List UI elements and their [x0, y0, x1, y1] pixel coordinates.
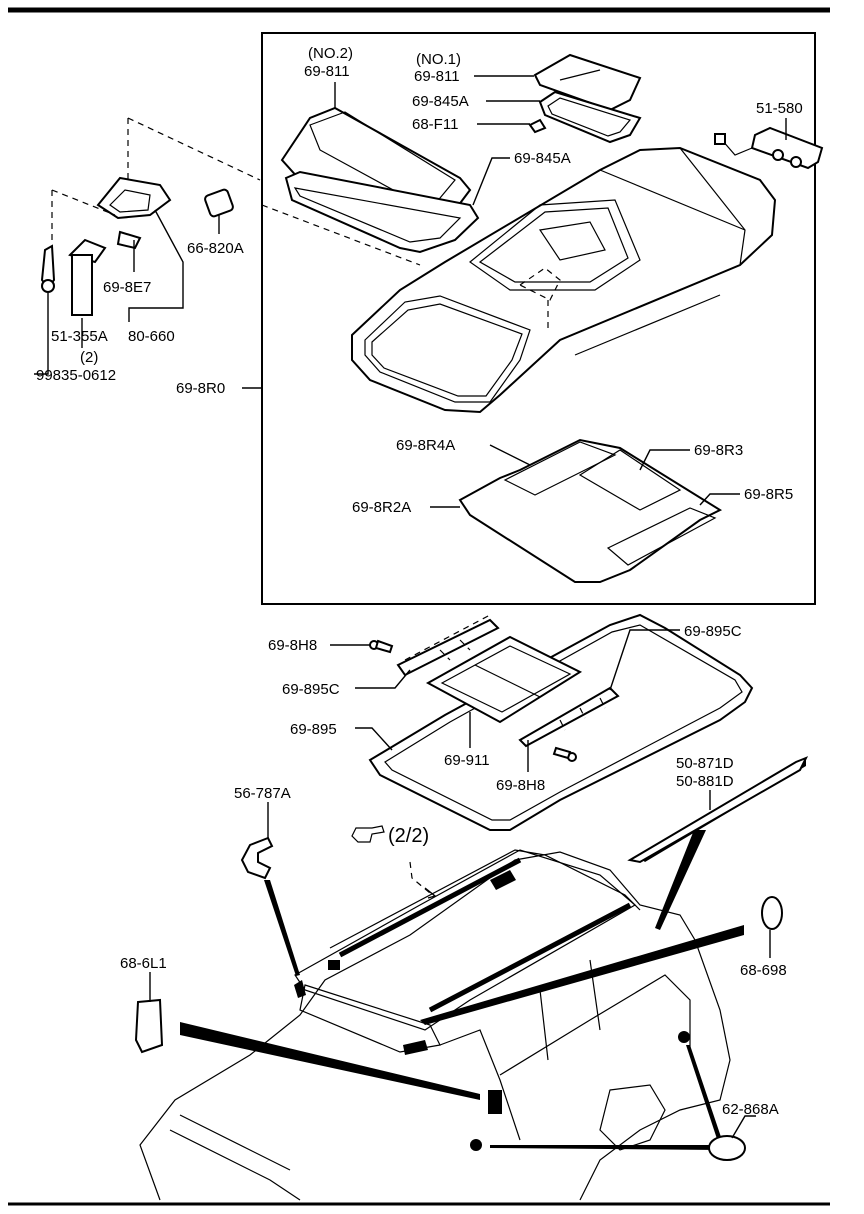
label-50-881D: 50-881D [676, 773, 734, 790]
label-50-871D: 50-871D [676, 755, 734, 772]
glass-no1-drawing [528, 53, 642, 144]
label-69-811-no1: 69-811 [414, 68, 460, 85]
label-69-811-no2: 69-811 [304, 63, 350, 80]
leader-wedge-56-787A [264, 880, 300, 976]
headliner-group-box [261, 32, 816, 605]
part-labels: (NO.2) 69-811 (NO.1) 69-811 69-845A 68-F… [36, 45, 803, 1118]
label-69-845A-upper: 69-845A [412, 93, 469, 110]
headliner-pads-drawing [458, 438, 723, 583]
callout-lines [34, 75, 787, 1139]
label-69-8E7: 69-8E7 [103, 279, 151, 296]
label-69-8R4A: 69-8R4A [396, 437, 455, 454]
label-69-895C-left: 69-895C [282, 681, 340, 698]
label-69-8R0: 69-8R0 [176, 380, 225, 397]
label-69-8R3: 69-8R3 [694, 442, 743, 459]
part-56-787A-drawing [240, 836, 274, 880]
map-lamp-bracket-drawing [40, 176, 234, 316]
label-68-F11: 68-F11 [412, 116, 458, 133]
label-no2: (NO.2) [308, 45, 353, 62]
label-69-911: 69-911 [444, 752, 490, 769]
part-62-868A-drawing [708, 1135, 746, 1161]
leader-wedge-50-881D [655, 830, 706, 930]
label-62-868A: 62-868A [722, 1101, 779, 1118]
label-68-6L1: 68-6L1 [120, 955, 167, 972]
label-66-820A: 66-820A [187, 240, 244, 257]
label-69-8H8-lower: 69-8H8 [496, 777, 545, 794]
part-68-698-drawing [761, 896, 783, 930]
label-no1: (NO.1) [416, 51, 461, 68]
label-80-660: 80-660 [128, 328, 175, 345]
harness-51-580-drawing [714, 126, 824, 170]
label-51-355A: 51-355A [51, 328, 108, 345]
label-69-895C-right: 69-895C [684, 623, 742, 640]
label-69-8R5: 69-8R5 [744, 486, 793, 503]
leader-wedge-62-868A [490, 1145, 720, 1150]
label-69-8R2A: 69-8R2A [352, 499, 411, 516]
part-68-6L1-drawing [134, 998, 164, 1054]
leader-wedge-62-868A-b [686, 1045, 722, 1142]
sunshade-panel-no2-drawing [280, 106, 480, 254]
label-ref-2-2: (2/2) [388, 825, 429, 847]
pointing-hand-icon [351, 825, 385, 843]
leader-wedge-right-upper [420, 925, 744, 1025]
sunroof-frame-drawing [368, 613, 754, 831]
dashed-guides-left [51, 117, 421, 266]
label-99835-0612: 99835-0612 [36, 367, 116, 384]
label-68-698: 68-698 [740, 962, 787, 979]
leader-wedge-68-6L1 [180, 1022, 480, 1100]
label-69-895: 69-895 [290, 721, 337, 738]
label-69-845A-lower: 69-845A [514, 150, 571, 167]
label-qty-2: (2) [80, 349, 98, 366]
label-56-787A: 56-787A [234, 785, 291, 802]
label-51-580: 51-580 [756, 100, 803, 117]
part-50-871D-drawing [627, 756, 809, 864]
headliner-drawing [351, 146, 777, 414]
label-69-8H8-upper: 69-8H8 [268, 637, 317, 654]
